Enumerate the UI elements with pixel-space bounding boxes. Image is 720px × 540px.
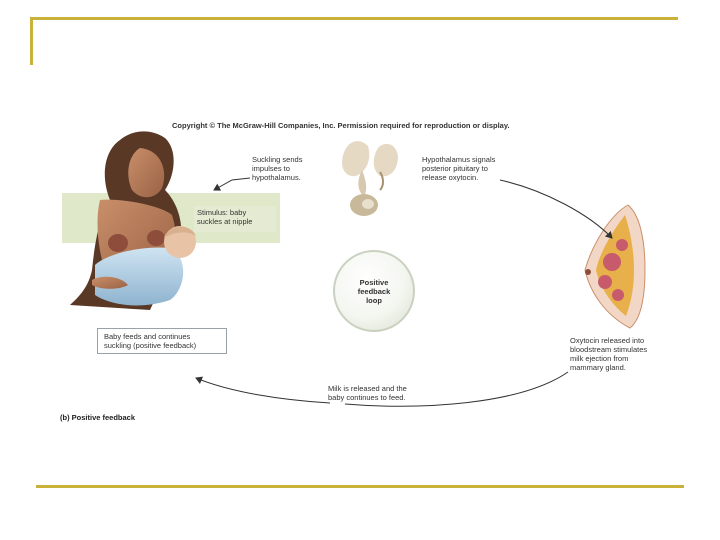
mother-baby-illustration xyxy=(70,131,196,310)
arrow-to-baby-feeds xyxy=(196,378,330,403)
oxytocin-label: Oxytocin released into bloodstream stimu… xyxy=(570,336,647,372)
pituitary-illustration xyxy=(342,141,398,216)
mammary-gland-illustration xyxy=(585,205,645,328)
hypothalamus-label: Hypothalamus signals posterior pituitary… xyxy=(422,155,495,182)
figure-caption: (b) Positive feedback xyxy=(60,413,135,422)
milk-released-label: Milk is released and the baby continues … xyxy=(328,384,407,402)
arrow-to-mammary-gland xyxy=(500,180,612,238)
stimulus-box: Stimulus: baby suckles at nipple xyxy=(194,206,276,232)
positive-feedback-loop-circle: Positive feedback loop xyxy=(333,250,415,332)
suckling-label: Suckling sends impulses to hypothalamus. xyxy=(252,155,302,182)
arrow-to-stimulus xyxy=(214,178,250,190)
baby-feeds-box: Baby feeds and continues suckling (posit… xyxy=(97,328,227,354)
